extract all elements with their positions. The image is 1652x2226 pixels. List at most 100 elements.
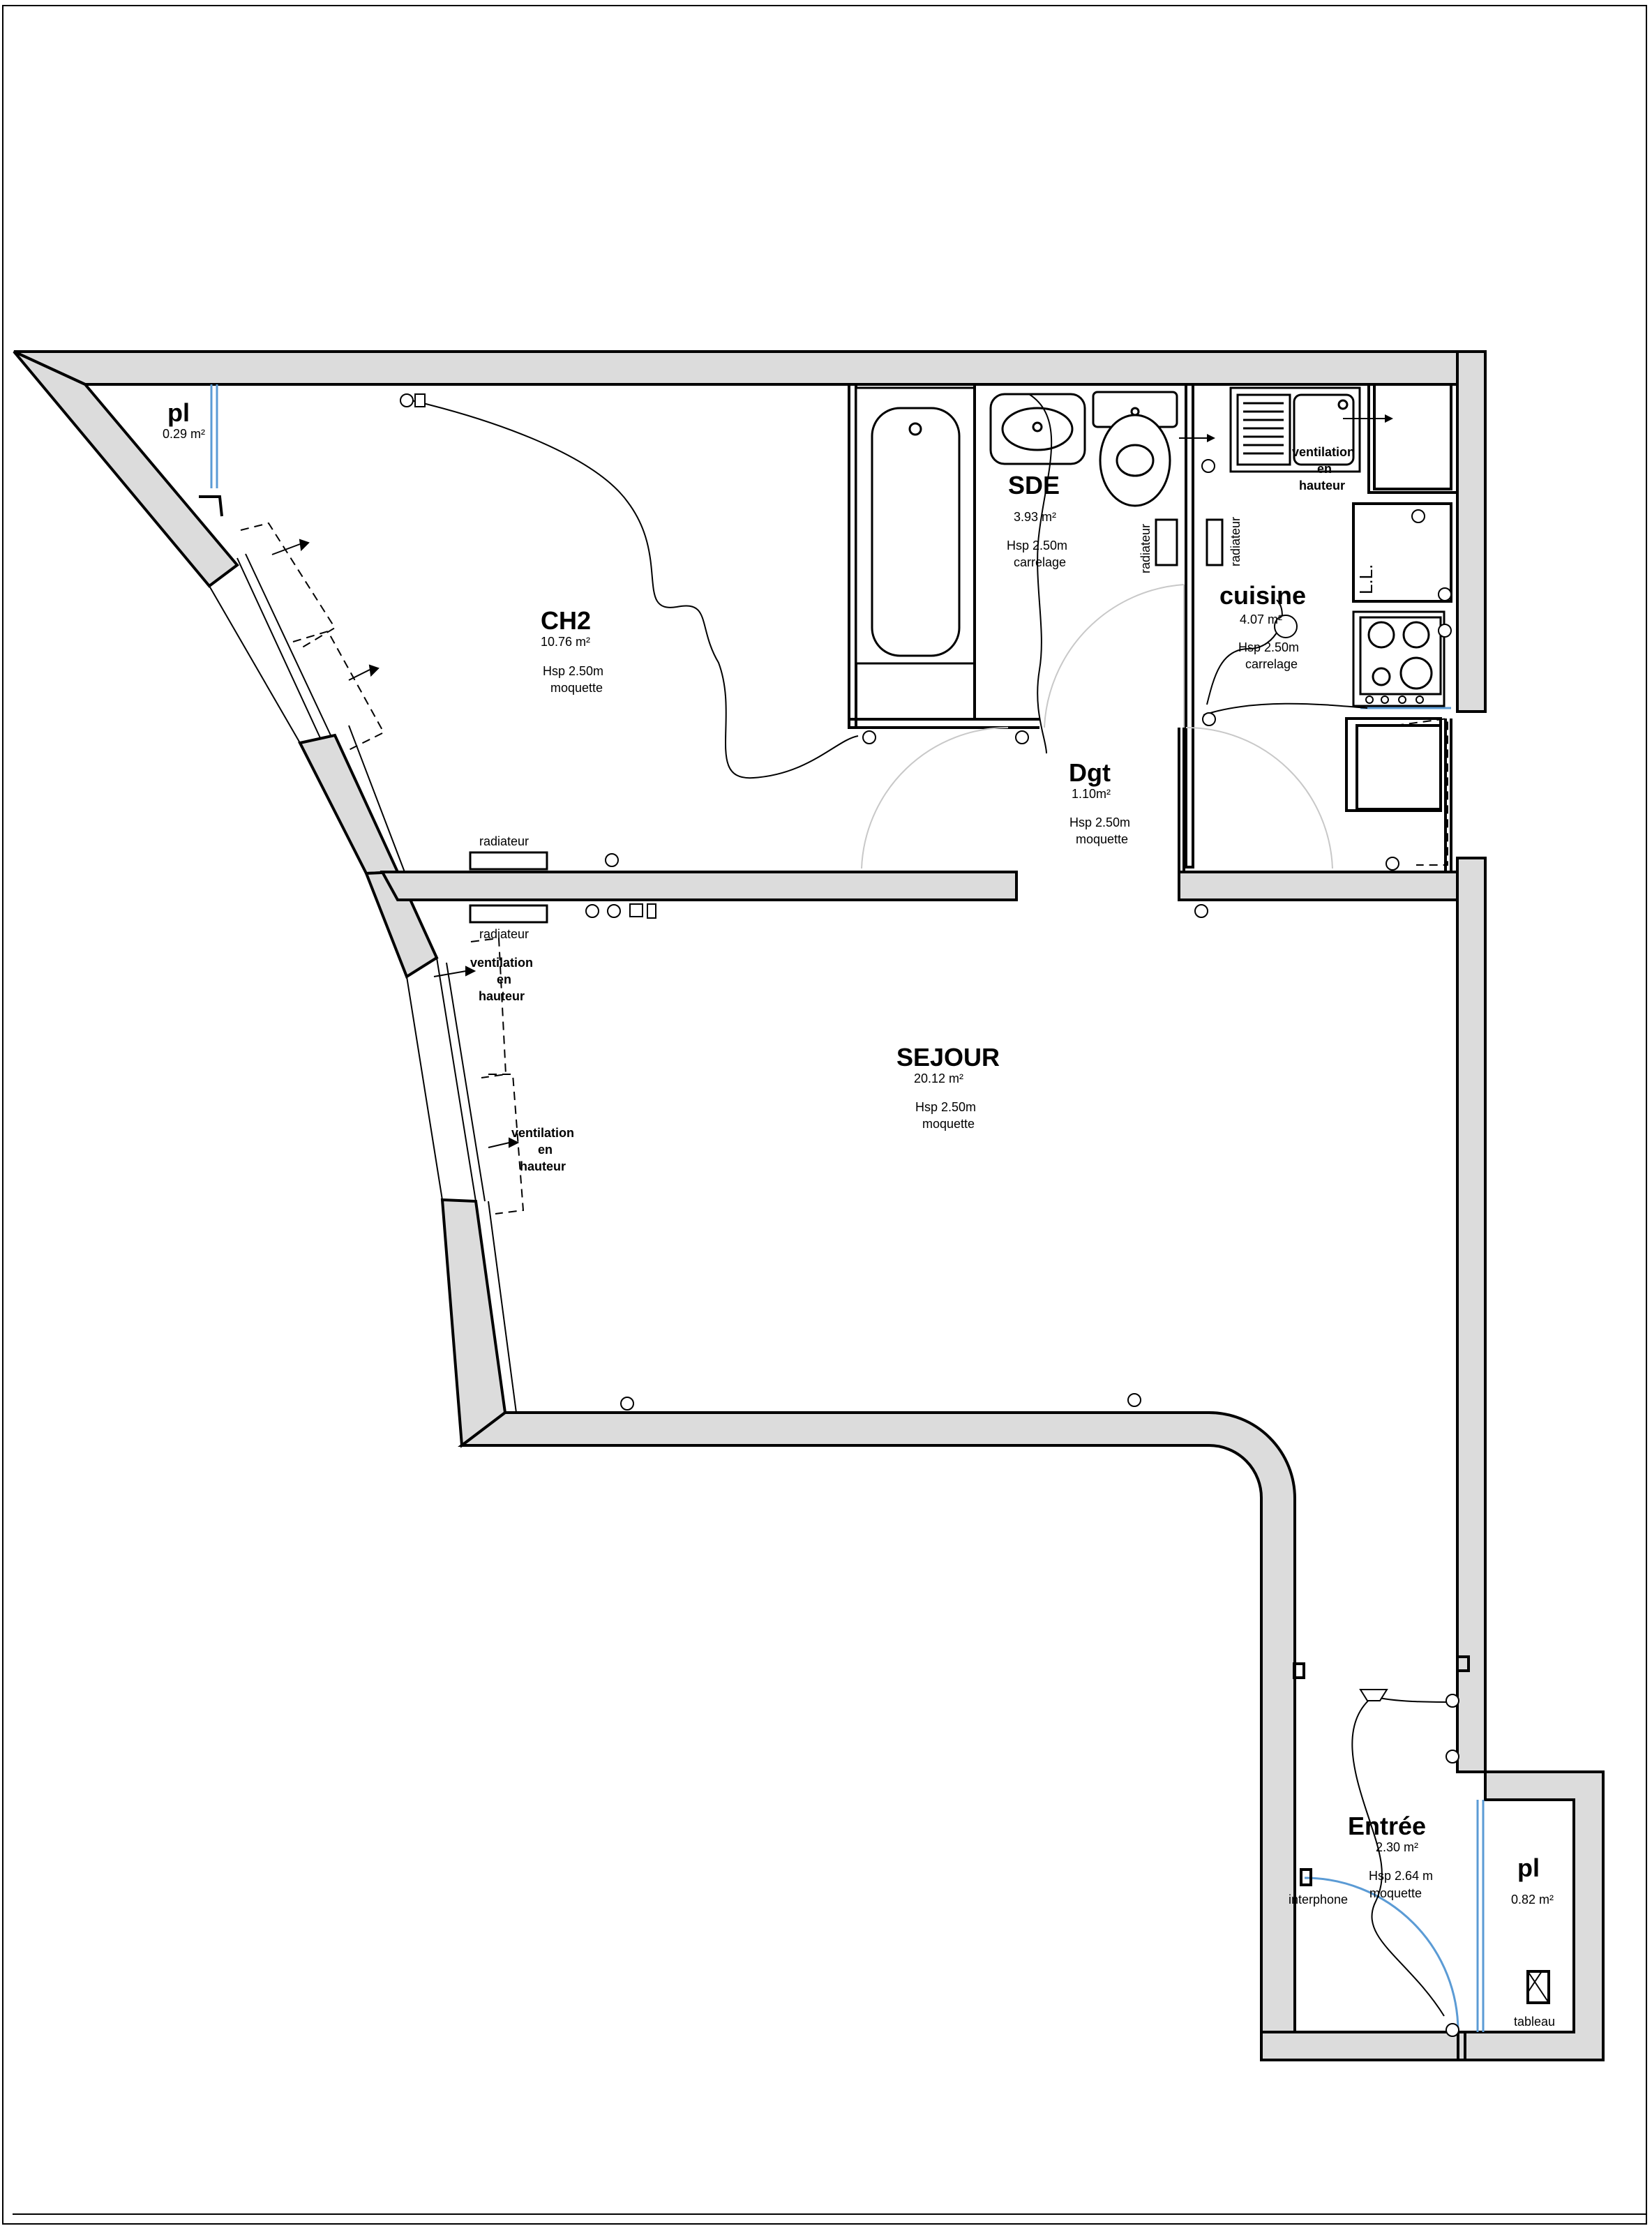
room-height-ch2: Hsp 2.50m xyxy=(543,664,603,678)
room-floor-sejour: moquette xyxy=(922,1117,975,1131)
outlet-icon xyxy=(585,904,599,918)
room-height-cuisine: Hsp 2.50m xyxy=(1238,640,1299,654)
room-name-sejour: SEJOUR xyxy=(896,1043,1000,1071)
outlet-icon xyxy=(605,853,619,867)
label-interphone: interphone xyxy=(1289,1893,1348,1907)
radiator-ch2 xyxy=(469,851,548,871)
ch2-window-casement-2 xyxy=(292,630,385,751)
wall-sejour-bottom xyxy=(458,1411,1296,2061)
switch-icon xyxy=(629,903,643,917)
room-name-dgt: Dgt xyxy=(1069,758,1111,787)
oven xyxy=(1345,717,1442,812)
page-frame xyxy=(2,5,1647,2225)
room-name-cuisine: cuisine xyxy=(1219,581,1306,610)
pl-top-closet xyxy=(199,384,223,517)
ch2-window-casement xyxy=(240,522,336,649)
outlet-icon xyxy=(1446,1750,1459,1763)
wall-closet-entree-bottom-left xyxy=(1457,2031,1466,2061)
outlet-icon xyxy=(1201,459,1215,473)
label-ventilation-sejour-1b: en xyxy=(497,972,511,986)
room-area-pl-top: 0.29 m² xyxy=(163,427,205,441)
label-tableau: tableau xyxy=(1514,2015,1555,2029)
sejour-window-casement-2 xyxy=(488,1074,525,1214)
room-height-dgt: Hsp 2.50m xyxy=(1069,815,1130,829)
room-area-cuisine: 4.07 m² xyxy=(1240,612,1282,626)
label-ll: L.L. xyxy=(1356,564,1376,594)
outlet-icon xyxy=(1386,857,1399,871)
radiator-cuisine-box xyxy=(1206,518,1224,566)
room-floor-ch2: moquette xyxy=(550,681,603,695)
radiator-sde-box xyxy=(1155,518,1178,566)
outlet-icon xyxy=(400,393,414,407)
room-area-pl-entree: 0.82 m² xyxy=(1511,1893,1554,1907)
vent-arrows xyxy=(271,539,520,1148)
room-floor-dgt: moquette xyxy=(1076,832,1128,846)
wall-left-sejour-lower xyxy=(440,1198,507,1448)
room-floor-cuisine: carrelage xyxy=(1245,657,1298,671)
room-area-dgt: 1.10m² xyxy=(1072,787,1111,801)
wall-entree-bottom xyxy=(1260,2031,1466,2061)
room-area-entree: 2.30 m² xyxy=(1376,1840,1418,1854)
outlet-icon xyxy=(1411,509,1425,523)
sejour-window-casement xyxy=(470,937,507,1078)
label-radiateur-ch2: radiateur xyxy=(479,834,529,848)
room-name-ch2: CH2 xyxy=(541,606,591,635)
wall-left-ch2 xyxy=(298,733,400,875)
outlet-icon xyxy=(1438,624,1452,638)
room-area-sejour: 20.12 m² xyxy=(914,1071,963,1085)
label-ventilation-sejour-1a: ventilation xyxy=(470,956,533,970)
entree-door xyxy=(1293,1655,1550,2032)
room-name-entree: Entrée xyxy=(1348,1812,1426,1840)
room-floor-entree: moquette xyxy=(1369,1886,1422,1900)
outlet-icon xyxy=(1015,730,1029,744)
outlet-icon xyxy=(1127,1393,1141,1407)
room-floor-sde: carrelage xyxy=(1014,555,1066,569)
room-name-pl-entree: pl xyxy=(1517,1853,1540,1882)
room-area-sde: 3.93 m² xyxy=(1014,510,1056,524)
light-icon xyxy=(1274,615,1298,638)
label-ventilation-sejour-1c: hauteur xyxy=(479,989,525,1003)
label-ventilation-sejour-2b: en xyxy=(538,1143,553,1157)
label-ventilation-cuisine-3: hauteur xyxy=(1299,479,1345,492)
label-ventilation-cuisine-2: en xyxy=(1317,462,1332,476)
switch-icon xyxy=(414,393,426,407)
outlet-icon xyxy=(1446,1694,1459,1708)
outlet-icon xyxy=(607,904,621,918)
outlet-icon xyxy=(1438,587,1452,601)
wall-right-main xyxy=(1456,857,1487,1773)
wall-upper-left-slant xyxy=(13,350,239,588)
label-radiateur-sde: radiateur xyxy=(1139,524,1152,573)
entree-door-swing xyxy=(1304,1877,1459,2032)
wall-closet-entree xyxy=(1457,1770,1605,2061)
wall-top xyxy=(13,350,1487,386)
walls xyxy=(13,350,1605,2061)
room-height-entree: Hsp 2.64 m xyxy=(1369,1869,1433,1883)
outlet-icon xyxy=(1202,712,1216,726)
room-name-sde: SDE xyxy=(1008,471,1060,499)
label-radiateur-sejour: radiateur xyxy=(479,927,529,941)
outlet-icon xyxy=(862,730,876,744)
room-name-pl-top: pl xyxy=(167,398,190,427)
interior-partitions xyxy=(848,383,1459,872)
room-height-sde: Hsp 2.50m xyxy=(1007,539,1067,552)
room-height-sejour: Hsp 2.50m xyxy=(915,1100,976,1114)
bathtub-basin xyxy=(871,407,961,657)
wall-right-kitchen xyxy=(1456,350,1487,713)
wall-dgt-sejour xyxy=(1178,871,1461,901)
label-ventilation-cuisine-1: ventilation xyxy=(1292,445,1355,459)
outlets xyxy=(400,393,1459,2037)
washing-machine-box xyxy=(1352,502,1452,603)
light-fixture-icon xyxy=(1359,1689,1388,1701)
switch-icon xyxy=(647,903,656,919)
radiator-sejour xyxy=(469,904,548,924)
outlet-icon xyxy=(1446,2023,1459,2037)
outlet-icon xyxy=(1194,904,1208,918)
tableau-box xyxy=(1526,1970,1550,2004)
outlet-icon xyxy=(620,1397,634,1411)
label-radiateur-cuisine: radiateur xyxy=(1229,517,1242,566)
electrical-wiring xyxy=(411,393,1452,2017)
door-arcs xyxy=(861,584,1333,869)
left-facade-windows xyxy=(209,522,525,1413)
label-ventilation-sejour-2a: ventilation xyxy=(511,1126,574,1140)
